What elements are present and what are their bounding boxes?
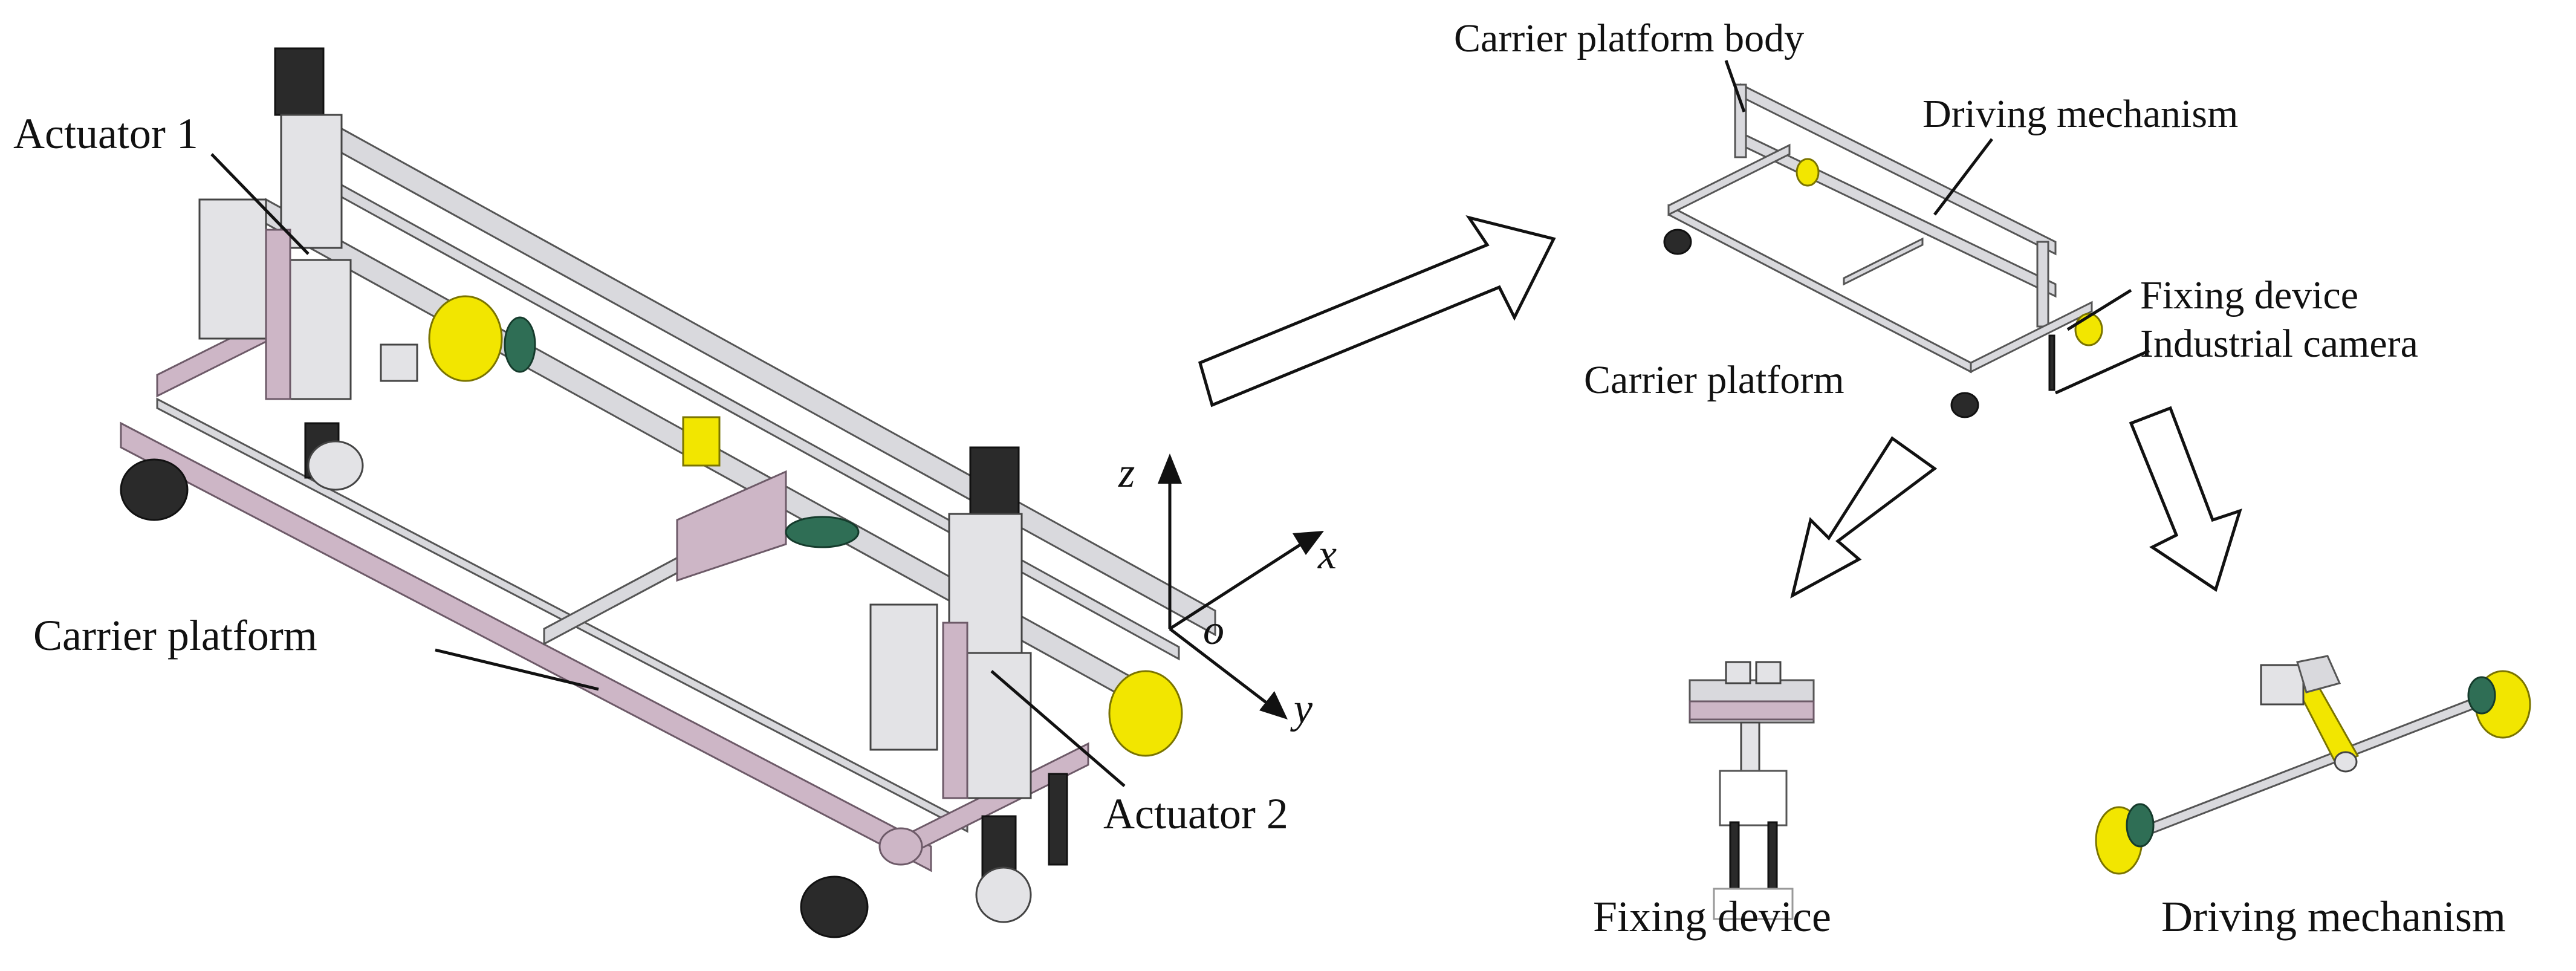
- z-axis-label: z: [1118, 450, 1135, 496]
- driving-mechanism-leader-overview: [1933, 138, 1993, 216]
- fixing-device-rod-right: [1767, 821, 1778, 890]
- overview-camera-rod: [2048, 334, 2055, 391]
- fixing-device-base: [1713, 888, 1794, 920]
- origin-label: o: [1203, 607, 1224, 654]
- overview-wheel-left: [1663, 229, 1692, 255]
- overview-lower-rail-left: [1667, 143, 1791, 216]
- driving-motor-bracket: [2296, 655, 2341, 693]
- drive-coupling-middle: [682, 416, 721, 467]
- actuator-2-label: Actuator 2: [1103, 790, 1288, 838]
- industrial-camera-leader: [2054, 349, 2150, 395]
- carrier-platform-label-overview: Carrier platform: [1584, 358, 1844, 402]
- driving-mechanism-label-overview: Driving mechanism: [1922, 92, 2238, 136]
- y-axis-arrowhead: [1259, 691, 1288, 719]
- drive-motor-right: [1108, 670, 1183, 757]
- wheel-front-left: [120, 458, 189, 521]
- drive-motor-left: [428, 295, 503, 382]
- actuator-2-bracket: [942, 622, 968, 799]
- fixing-device-label-overview: Fixing device: [2140, 273, 2358, 317]
- overview-drawing: [1663, 83, 2103, 418]
- driving-motor-box: [2260, 664, 2305, 706]
- y-axis-line: [1169, 628, 1274, 709]
- driving-mechanism-caption: Driving mechanism: [2161, 892, 2506, 941]
- actuator-2-leader: [990, 670, 1126, 787]
- fixing-device-plate-edge: [1689, 700, 1815, 721]
- fixing-device-bolt-left: [1725, 661, 1751, 684]
- overview-center-crossbar: [1843, 237, 1924, 286]
- actuator-1-housing-right: [283, 259, 352, 400]
- main-assembly-drawing: [120, 47, 1216, 938]
- carrier-platform-label-main: Carrier platform: [33, 611, 317, 660]
- fixing-device-rod-left: [1729, 821, 1740, 890]
- overview-motor-right: [2074, 313, 2103, 346]
- overview-post-left: [1734, 83, 1747, 158]
- x-axis-label: x: [1317, 531, 1337, 578]
- fixing-device-body: [1719, 770, 1788, 826]
- carrier-platform-leader-main: [435, 648, 599, 691]
- transition-arrow-to-fixing-device: [1790, 436, 1938, 599]
- coordinate-axes: z x y o: [1118, 450, 1337, 732]
- driving-pulley: [2334, 751, 2358, 773]
- drive-gear-middle: [785, 516, 860, 548]
- center-support: [676, 470, 787, 582]
- fixing-device-bolt-right: [1755, 661, 1782, 684]
- y-axis-label: y: [1290, 686, 1313, 732]
- lower-rail-front-inner: [156, 397, 968, 833]
- fixing-device-caption: Fixing device: [1593, 892, 1831, 941]
- overview-wheel-right: [1950, 392, 1979, 418]
- actuator-2-motor: [969, 446, 1020, 515]
- wheel-mount-right: [878, 827, 923, 866]
- transition-arrow-to-driving-mechanism: [2129, 406, 2242, 592]
- camera-rod: [1048, 773, 1068, 866]
- fixing-device-leader-overview: [2066, 288, 2132, 331]
- overview-motor-left: [1796, 158, 1820, 187]
- fixing-device-neck: [1740, 721, 1760, 772]
- overview-lower-rail-right: [1970, 300, 2093, 374]
- top-rail-middle: [301, 161, 1180, 661]
- actuator-1-label: Actuator 1: [13, 109, 198, 158]
- transition-arrow-main-to-overview: [1198, 215, 1556, 408]
- actuator-2-column: [948, 513, 1023, 660]
- actuator-1-leader: [210, 153, 310, 255]
- overview-post-right: [2036, 241, 2049, 328]
- driving-hub-left: [2126, 803, 2155, 848]
- driving-hub-right: [2467, 676, 2496, 715]
- wheel-front-right: [800, 875, 869, 938]
- lower-rail-front: [120, 421, 932, 872]
- wheel-rear-left: [307, 440, 364, 491]
- carrier-platform-body-leader: [1724, 60, 1746, 112]
- carrier-platform-body-label: Carrier platform body: [1454, 16, 1804, 60]
- wheel-rear-right: [975, 866, 1032, 923]
- fixing-block-left: [380, 343, 418, 382]
- actuator-1-motor: [274, 47, 325, 116]
- actuator-1-column: [280, 114, 343, 249]
- drive-gear-left: [504, 316, 536, 373]
- actuator-1-bracket: [265, 229, 291, 400]
- x-axis-arrowhead: [1293, 531, 1324, 555]
- x-axis-line: [1169, 539, 1307, 631]
- fixing-device-detail-drawing: [1689, 661, 1815, 920]
- actuator-2-housing-left: [869, 603, 938, 751]
- driving-shaft: [2106, 694, 2486, 851]
- z-axis-arrowhead: [1158, 453, 1182, 484]
- driving-mechanism-detail-drawing: [2095, 655, 2531, 875]
- industrial-camera-label: Industrial camera: [2140, 322, 2418, 366]
- actuator-1-housing-left: [198, 198, 267, 340]
